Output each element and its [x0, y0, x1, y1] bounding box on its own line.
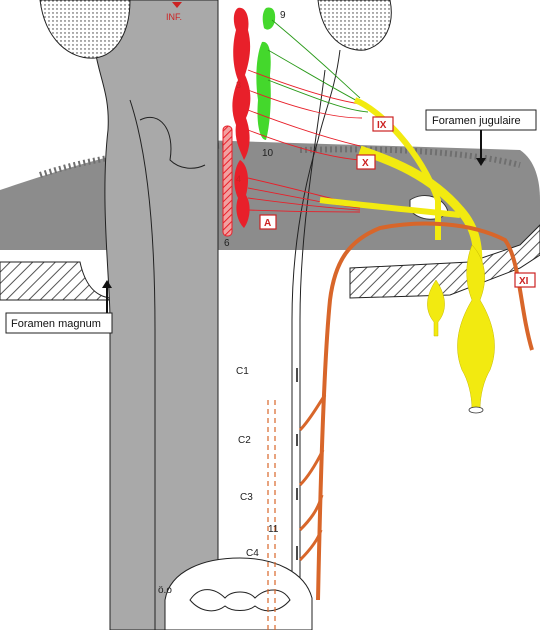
left-bone-plate	[0, 261, 111, 301]
nucleus-9-label: 9	[280, 10, 286, 21]
x-nerve-cut-end	[468, 406, 484, 414]
green-nucleus-9	[262, 7, 276, 30]
segment-label-c1: C1	[236, 366, 249, 377]
green-nucleus-10	[256, 41, 271, 140]
gray-matter-butterfly	[189, 589, 291, 612]
inf-marker-arrow	[172, 2, 182, 8]
svg-text:X: X	[362, 158, 369, 169]
accessory-nerve-xi	[316, 221, 534, 601]
medulla-inner-left-line	[129, 99, 156, 630]
inf-label: INF.	[166, 12, 182, 22]
medulla-left-half	[94, 0, 219, 630]
nucleus-6-label: 6	[224, 238, 230, 249]
svg-text:XI: XI	[519, 276, 529, 287]
svg-text:A: A	[264, 218, 271, 229]
foramen-jugulaire-callout: Foramen jugulaire	[425, 109, 537, 166]
glossopharyngeal-nerve-ix	[353, 97, 441, 240]
small-mark-label: ö.o	[158, 585, 172, 596]
medulla-curve-detail	[139, 117, 206, 169]
right-bone-plate	[349, 224, 540, 299]
accessory-bulbar-yellow	[319, 197, 461, 218]
label-box-x: X	[356, 154, 376, 170]
nucleus-10-label: 10	[262, 148, 274, 159]
label-box-a: A	[259, 214, 277, 230]
label-box-xi: XI	[514, 272, 536, 288]
label-box-ix: IX	[372, 116, 394, 132]
svg-text:Foramen magnum: Foramen magnum	[11, 318, 101, 330]
segment-label-c3: C3	[240, 492, 253, 503]
foramen-magnum-callout: Foramen magnum	[5, 280, 113, 334]
nucleus-4-label: 4	[236, 174, 241, 184]
nucleus-6-hatched	[222, 125, 233, 237]
nucleus-ambiguus-lower	[234, 160, 250, 228]
nucleus-11-dashed	[267, 400, 276, 630]
vagus-nerve-x	[358, 145, 483, 271]
nucleus-3-label: 3	[236, 80, 241, 90]
segment-label-c4: C4	[246, 548, 259, 559]
ix-inferior-ganglion	[427, 279, 445, 337]
nucleus-ambiguus-upper	[232, 7, 251, 160]
nucleus-11-label: 11	[268, 524, 279, 535]
spinal-rootlets	[298, 394, 327, 562]
svg-text:Foramen jugulaire: Foramen jugulaire	[432, 115, 521, 127]
segment-label-c2: C2	[238, 435, 251, 446]
left-olive	[39, 0, 131, 59]
right-olive	[317, 0, 392, 51]
svg-text:IX: IX	[377, 120, 387, 131]
